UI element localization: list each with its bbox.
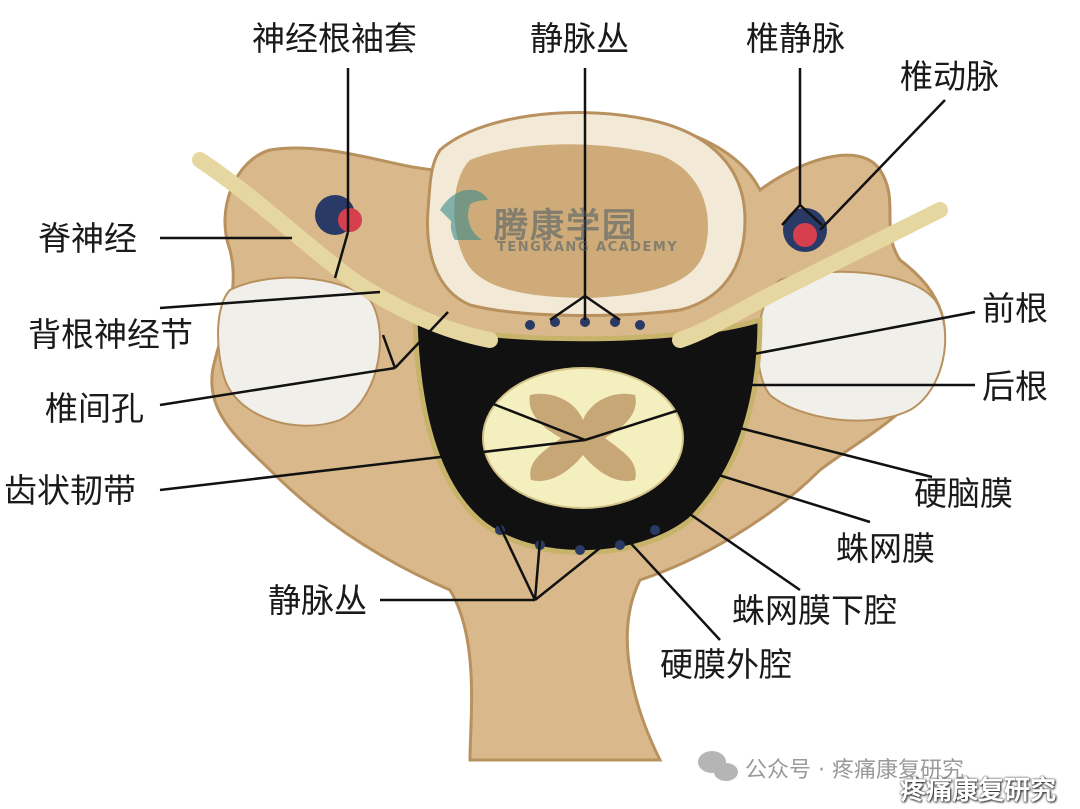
label-vertebral-artery: 椎动脉	[900, 60, 999, 93]
label-arachnoid: 蛛网膜	[836, 532, 935, 565]
label-dura-mater: 硬脑膜	[914, 477, 1013, 510]
wechat-icon	[698, 751, 738, 781]
label-epidural-space: 硬膜外腔	[660, 648, 792, 681]
label-vertebral-vein: 椎静脉	[746, 22, 845, 55]
watermark-name-en: TENGKANG ACADEMY	[497, 240, 678, 255]
left-lateral-mass	[218, 278, 380, 426]
label-spinal-nerve: 脊神经	[38, 222, 137, 255]
label-intervertebral-foramen: 椎间孔	[45, 392, 144, 425]
footer-overlay: 疼痛康复研究	[900, 770, 1056, 807]
label-root-sleeve: 神经根袖套	[252, 22, 417, 55]
right-vertebral-artery	[793, 223, 817, 247]
label-venous-plexus-top: 静脉丛	[530, 22, 629, 55]
label-posterior-root: 后根	[982, 370, 1048, 403]
label-anterior-root: 前根	[982, 292, 1048, 325]
label-subarachnoid-space: 蛛网膜下腔	[732, 594, 897, 627]
label-dorsal-root-ganglion: 背根神经节	[28, 318, 193, 351]
left-vertebral-artery	[338, 208, 362, 232]
label-denticulate-ligament: 齿状韧带	[4, 474, 136, 507]
label-venous-plexus-bottom: 静脉丛	[268, 584, 367, 617]
